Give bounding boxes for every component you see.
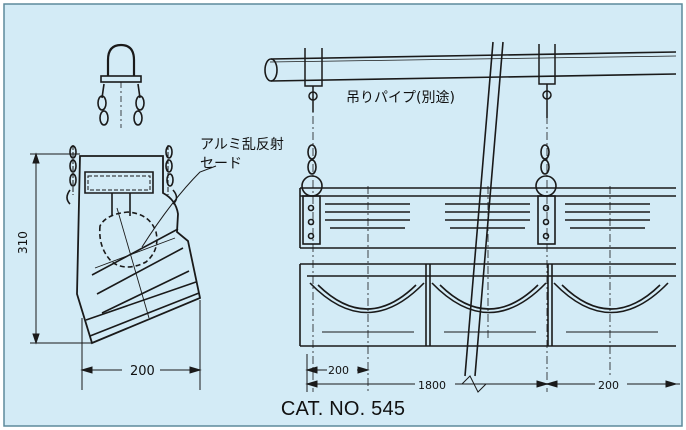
hanging-pipe [264,51,677,82]
diagonal-support [464,41,504,377]
dimension-width-label: 200 [130,364,155,379]
shade-label-line2: セード [200,156,242,172]
dimension-span-label: 1800 [418,379,446,392]
shade-leader-line [141,165,217,248]
dimension-pitch-left-label: 200 [328,364,349,377]
center-lines [312,100,611,392]
drawing-background [3,3,683,427]
catalog-number: CAT. NO. 545 [280,398,406,420]
shade-label-line1: アルミ乱反射 [200,137,284,153]
side-view [66,145,202,345]
dimension-height-label: 310 [16,231,30,254]
dimension-310 [30,152,92,345]
dimension-200-left [80,300,202,390]
hanging-pipe-label: 吊りパイプ(別途) [346,89,455,106]
pipe-clamps [304,44,556,118]
hanger-detail [97,43,145,128]
dimension-pitch-right-label: 200 [598,379,619,392]
